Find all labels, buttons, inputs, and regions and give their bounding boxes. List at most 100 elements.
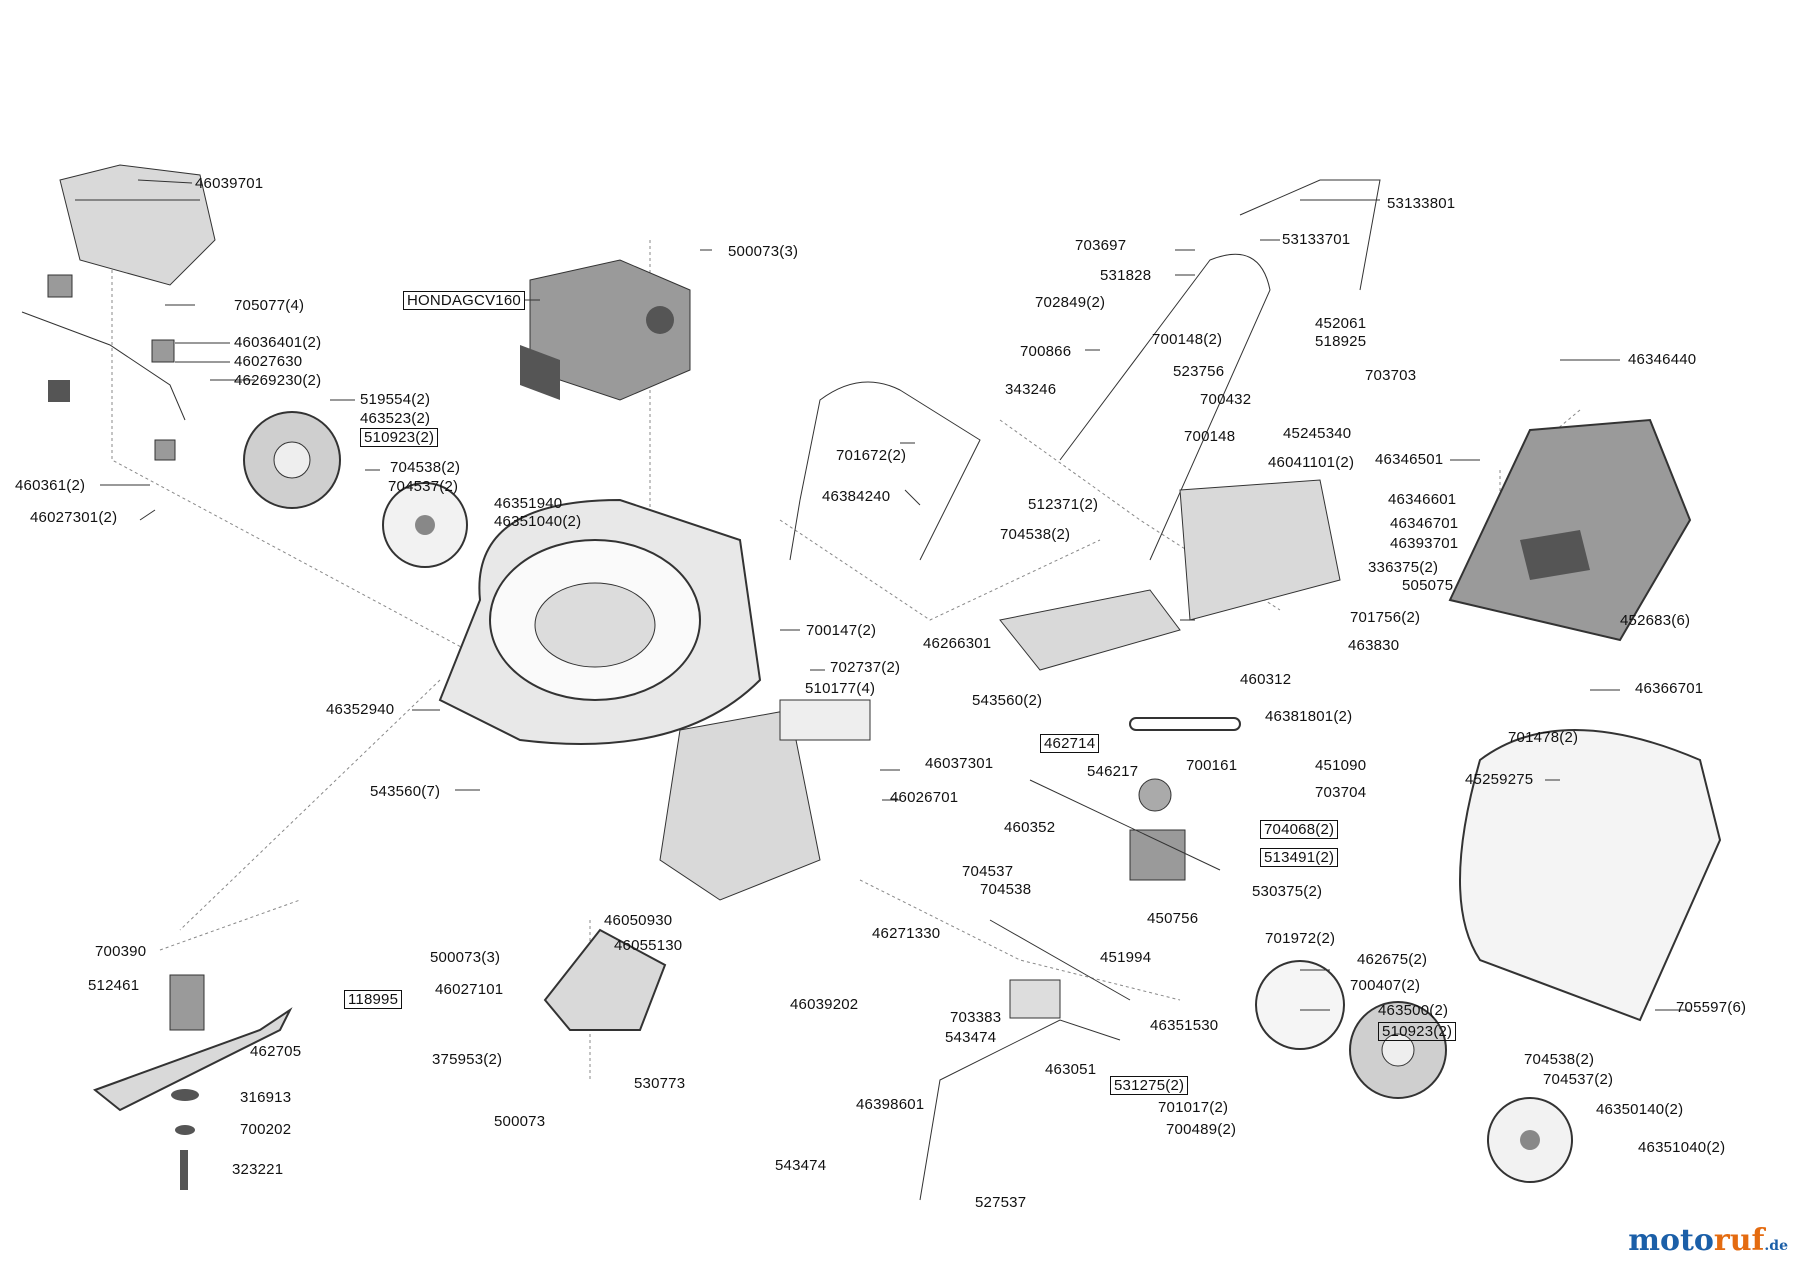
part-label: 705077(4) — [234, 297, 305, 314]
part-label: 704538 — [980, 881, 1032, 898]
grassbox — [1459, 729, 1722, 1022]
part-label: 463523(2) — [360, 410, 431, 427]
part-label: 46346440 — [1628, 351, 1697, 368]
part-label: 46393701 — [1390, 535, 1459, 552]
engine — [520, 259, 691, 401]
rear-chute — [659, 699, 871, 901]
part-label: 700148 — [1184, 428, 1236, 445]
part-label: 701972(2) — [1265, 930, 1336, 947]
part-label: 701756(2) — [1350, 609, 1421, 626]
part-label: 700432 — [1200, 391, 1252, 408]
part-label: 452683(6) — [1620, 612, 1691, 629]
blade-assembly — [92, 974, 293, 1190]
part-label: 46366701 — [1635, 680, 1704, 697]
part-label: 519554(2) — [360, 391, 431, 408]
part-label: 500073(3) — [728, 243, 799, 260]
part-label: 527537 — [975, 1194, 1027, 1211]
part-label: 46350140(2) — [1596, 1101, 1684, 1118]
part-label: 462705 — [250, 1043, 302, 1060]
part-label: 703704 — [1315, 784, 1367, 801]
part-label: 543560(7) — [370, 783, 441, 800]
part-label: 530773 — [634, 1075, 686, 1092]
mower-deck — [438, 498, 762, 745]
part-label: 701672(2) — [836, 447, 907, 464]
part-label: 46351040(2) — [494, 513, 582, 530]
part-label: 46346601 — [1388, 491, 1457, 508]
part-label: 704537 — [962, 863, 1014, 880]
part-label: 460361(2) — [15, 477, 86, 494]
part-label: 510177(4) — [805, 680, 876, 697]
part-label-boxed: 510923(2) — [1378, 1022, 1457, 1041]
part-label: 463051 — [1045, 1061, 1097, 1078]
part-label: 46269230(2) — [234, 372, 322, 389]
part-label: 46027630 — [234, 353, 303, 370]
part-label: 463500(2) — [1378, 1002, 1449, 1019]
part-label: 701017(2) — [1158, 1099, 1229, 1116]
part-label: 45259275 — [1465, 771, 1534, 788]
part-label: 336375(2) — [1368, 559, 1439, 576]
part-label-boxed: 118995 — [344, 990, 403, 1009]
part-label: 543560(2) — [972, 692, 1043, 709]
motoruf-logo: motoruf.de — [1628, 1223, 1788, 1258]
part-label: 546217 — [1087, 763, 1139, 780]
part-label: 703383 — [950, 1009, 1002, 1026]
part-label: 46352940 — [326, 701, 395, 718]
part-label: 452061 — [1315, 315, 1367, 332]
part-label: 46037301 — [925, 755, 994, 772]
part-label: 705597(6) — [1676, 999, 1747, 1016]
part-label: 700489(2) — [1166, 1121, 1237, 1138]
part-label: 700202 — [240, 1121, 292, 1138]
part-label: 46039701 — [195, 175, 264, 192]
part-label: 463830 — [1348, 637, 1400, 654]
part-label-boxed: 462714 — [1040, 734, 1100, 753]
part-label: 703697 — [1075, 237, 1127, 254]
part-label: 46027301(2) — [30, 509, 118, 526]
part-label: 53133801 — [1387, 195, 1456, 212]
part-label: 704538(2) — [1000, 526, 1071, 543]
part-label: 316913 — [240, 1089, 292, 1106]
part-label: 46027101 — [435, 981, 504, 998]
part-label: 543474 — [775, 1157, 827, 1174]
part-label: 700161 — [1186, 757, 1238, 774]
part-label: 451994 — [1100, 949, 1152, 966]
rear-wheel-left — [243, 411, 468, 568]
part-label-boxed: 513491(2) — [1260, 848, 1339, 867]
part-label: 505075 — [1402, 577, 1454, 594]
part-label: 543474 — [945, 1029, 997, 1046]
part-label: 703703 — [1365, 367, 1417, 384]
part-label: 530375(2) — [1252, 883, 1323, 900]
part-label: 46381801(2) — [1265, 708, 1353, 725]
grassbox-lid — [1448, 418, 1692, 642]
lower-handle — [789, 381, 981, 561]
part-label: 323221 — [232, 1161, 284, 1178]
part-label: 704537(2) — [388, 478, 459, 495]
front-wheels — [1255, 960, 1573, 1183]
rear-cover — [59, 164, 216, 286]
part-label: 451090 — [1315, 757, 1367, 774]
rear-flap — [999, 479, 1341, 671]
part-label: 450756 — [1147, 910, 1199, 927]
part-label: 460312 — [1240, 671, 1292, 688]
gearbox — [1029, 778, 1221, 881]
part-label: 46050930 — [604, 912, 673, 929]
part-label: 462675(2) — [1357, 951, 1428, 968]
drive-belt — [1129, 717, 1241, 731]
part-label: 531828 — [1100, 267, 1152, 284]
part-label-boxed: 704068(2) — [1260, 820, 1339, 839]
part-label: 46384240 — [822, 488, 891, 505]
part-label: 46346501 — [1375, 451, 1444, 468]
part-label: 500073(3) — [430, 949, 501, 966]
part-label: 46398601 — [856, 1096, 925, 1113]
part-label: 700407(2) — [1350, 977, 1421, 994]
part-label: 53133701 — [1282, 231, 1351, 248]
part-label: 343246 — [1005, 381, 1057, 398]
part-label: 375953(2) — [432, 1051, 503, 1068]
part-label-boxed: 531275(2) — [1110, 1076, 1189, 1095]
part-label: 46346701 — [1390, 515, 1459, 532]
part-label: 46271330 — [872, 925, 941, 942]
part-label: 46351040(2) — [1638, 1139, 1726, 1156]
height-adjust-assembly — [21, 274, 186, 461]
